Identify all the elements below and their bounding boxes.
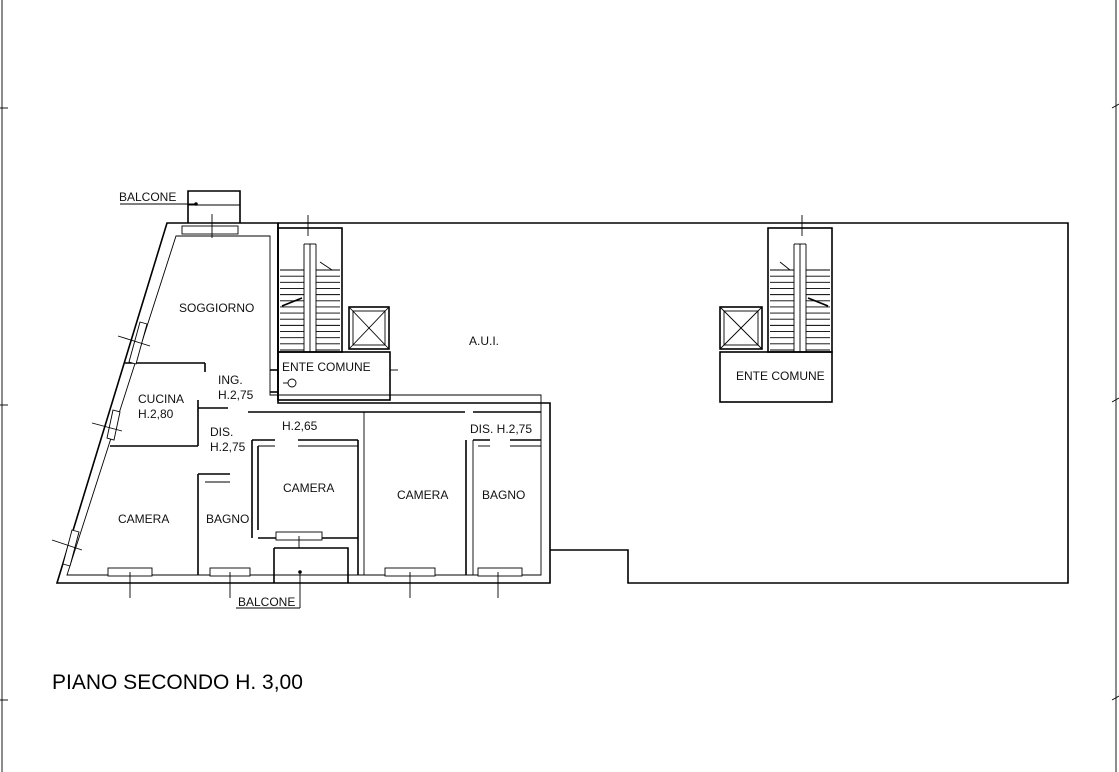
room-dis-1: DIS. (210, 425, 233, 439)
area-aui: A.U.I. (469, 334, 499, 348)
floor-title: PIANO SECONDO H. 3,00 (52, 671, 303, 694)
room-bagno-2: BAGNO (482, 488, 525, 502)
room-cucina: CUCINA (138, 392, 184, 406)
window-ticks (51, 214, 803, 598)
ente-comune-right: ENTE COMUNE (736, 369, 825, 383)
apartment-walls (55, 222, 551, 584)
room-cucina-height: H.2,80 (138, 407, 174, 421)
room-dis-2: DIS. H.2,75 (470, 422, 532, 436)
room-camera-3: CAMERA (397, 488, 448, 502)
room-soggiorno: SOGGIORNO (179, 301, 254, 315)
balcony-top (120, 190, 241, 223)
ente-comune-left: ENTE COMUNE (282, 360, 371, 374)
stairwell-left (277, 227, 398, 401)
room-camera-2-height: H.2,65 (282, 419, 318, 433)
room-camera-1: CAMERA (118, 512, 169, 526)
interior-walls (110, 362, 541, 575)
room-camera-2: CAMERA (283, 481, 334, 495)
room-bagno-1: BAGNO (206, 512, 249, 526)
room-dis-1-height: H.2,75 (210, 440, 246, 454)
stairwell-right (719, 227, 833, 403)
balcony-top-label: BALCONE (119, 190, 176, 204)
room-ingresso-height: H.2,75 (218, 388, 254, 402)
room-ingresso: ING. (218, 373, 243, 387)
balcony-bottom (236, 547, 349, 609)
balcony-bottom-label: BALCONE (238, 595, 295, 609)
